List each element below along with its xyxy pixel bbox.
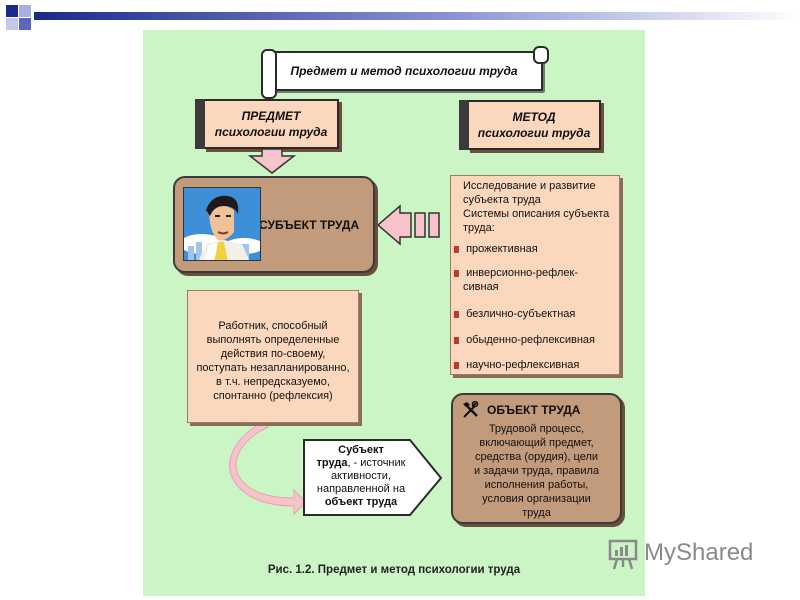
top-decoration (0, 0, 800, 40)
subject-header-line2: психологии труда (214, 125, 328, 139)
arrow-box-subject: Субъект (338, 444, 384, 456)
worker-description-note: Работник, способный выполнять определенн… (187, 290, 359, 423)
down-arrow (247, 148, 297, 174)
scroll-curl-right (533, 46, 549, 64)
worker-text-line: в т.ч. непредсказуемо, (216, 376, 330, 388)
deco-square (6, 5, 18, 17)
object-text-line: и задачи труда, правила (473, 465, 600, 477)
portrait-drawing (184, 188, 260, 260)
method-list-item: безлично-субъектная (454, 307, 576, 321)
watermark-text: MyShared (644, 539, 754, 566)
arrow-box-directed: направленной на (316, 483, 406, 495)
deco-square (19, 18, 31, 30)
object-text-line: Трудовой процесс, (488, 423, 585, 435)
subject-of-labor-label: СУБЪЕКТ ТРУДА (259, 218, 360, 232)
method-list-item: научно-рефлексивная (454, 358, 580, 372)
object-text-line: условия организации (482, 493, 591, 505)
worker-text-line: поступать незапланированно, (196, 362, 350, 374)
curved-arrow (229, 421, 307, 516)
myshared-logo: MyShared (607, 537, 767, 571)
header-shadow-tab (459, 100, 469, 150)
method-text-line: Системы описания субъекта (463, 208, 610, 220)
method-text-line: Исследование и развитие (463, 180, 596, 192)
method-text-line: субъекта труда (463, 194, 541, 206)
method-text-line: труда: (463, 222, 495, 234)
square-bullet-icon (454, 310, 459, 318)
deco-square (19, 5, 31, 17)
method-list-item: обыденно-рефлексивная (454, 333, 596, 347)
worker-text-line: спонтанно (рефлексия) (213, 390, 333, 402)
method-header-line1: МЕТОД (512, 110, 556, 124)
arrow-box-labor: труда (316, 457, 348, 469)
worker-text-line: Работник, способный (218, 320, 328, 332)
method-item-text: обыденно-рефлексивная (466, 334, 596, 346)
object-of-labor-box: ОБЪЕКТ ТРУДА Трудовой процесс, включающи… (451, 393, 622, 524)
method-item-text: научно-рефлексивная (466, 359, 580, 371)
worker-text-line: действия по-своему, (220, 348, 326, 360)
method-item-text: сивная (463, 281, 499, 293)
object-of-labor-description: Трудовой процесс, включающий предмет, ср… (453, 422, 620, 520)
square-bullet-icon (454, 361, 459, 369)
object-text-line: исполнения работы, (484, 479, 589, 491)
method-item-text: безлично-субъектная (466, 308, 576, 320)
method-list-item: прожективная (454, 242, 538, 256)
diagram-title: Предмет и метод психологии труда (290, 64, 518, 78)
method-header: МЕТОД психологии труда (459, 100, 601, 150)
arrow-box-activity: активности, (330, 470, 391, 482)
square-bullet-icon (454, 269, 459, 277)
presentation-board-icon (608, 539, 638, 570)
subject-header: ПРЕДМЕТ психологии труда (195, 99, 339, 149)
top-gradient-bar (34, 12, 800, 20)
subject-activity-arrow-box (303, 439, 443, 516)
subject-activity-text: Субъект труда, - источник активности, на… (306, 444, 416, 509)
method-item-text: прожективная (466, 243, 538, 255)
subject-header-line1: ПРЕДМЕТ (241, 109, 301, 123)
method-item-text: инверсионно-рефлек- (466, 267, 578, 279)
left-arrow (376, 204, 440, 246)
businessman-portrait-icon (183, 187, 261, 261)
method-header-line2: психологии труда (477, 126, 591, 140)
object-text-line: включающий предмет, (479, 437, 594, 449)
diagram-title-scroll: Предмет и метод психологии труда (261, 46, 549, 99)
square-bullet-icon (454, 336, 459, 344)
method-list-item: инверсионно-рефлек- сивная (454, 266, 578, 294)
object-text-line: труда (522, 507, 551, 519)
arrow-box-source: , - источник (347, 457, 406, 469)
object-of-labor-title: ОБЪЕКТ ТРУДА (487, 403, 581, 417)
worker-text-line: выполнять определенные (206, 334, 340, 346)
object-text-line: средства (орудия), цели (474, 451, 599, 463)
hammer-wrench-icon (463, 401, 479, 418)
arrow-box-object: объект труда (324, 496, 398, 508)
method-description-note: Исследование и развитие субъекта труда С… (450, 175, 620, 375)
header-shadow-tab (195, 99, 205, 149)
square-bullet-icon (454, 245, 459, 253)
figure-caption: Рис. 1.2. Предмет и метод психологии тру… (267, 564, 521, 576)
scroll-curl-left (261, 49, 277, 99)
deco-square (6, 18, 18, 30)
